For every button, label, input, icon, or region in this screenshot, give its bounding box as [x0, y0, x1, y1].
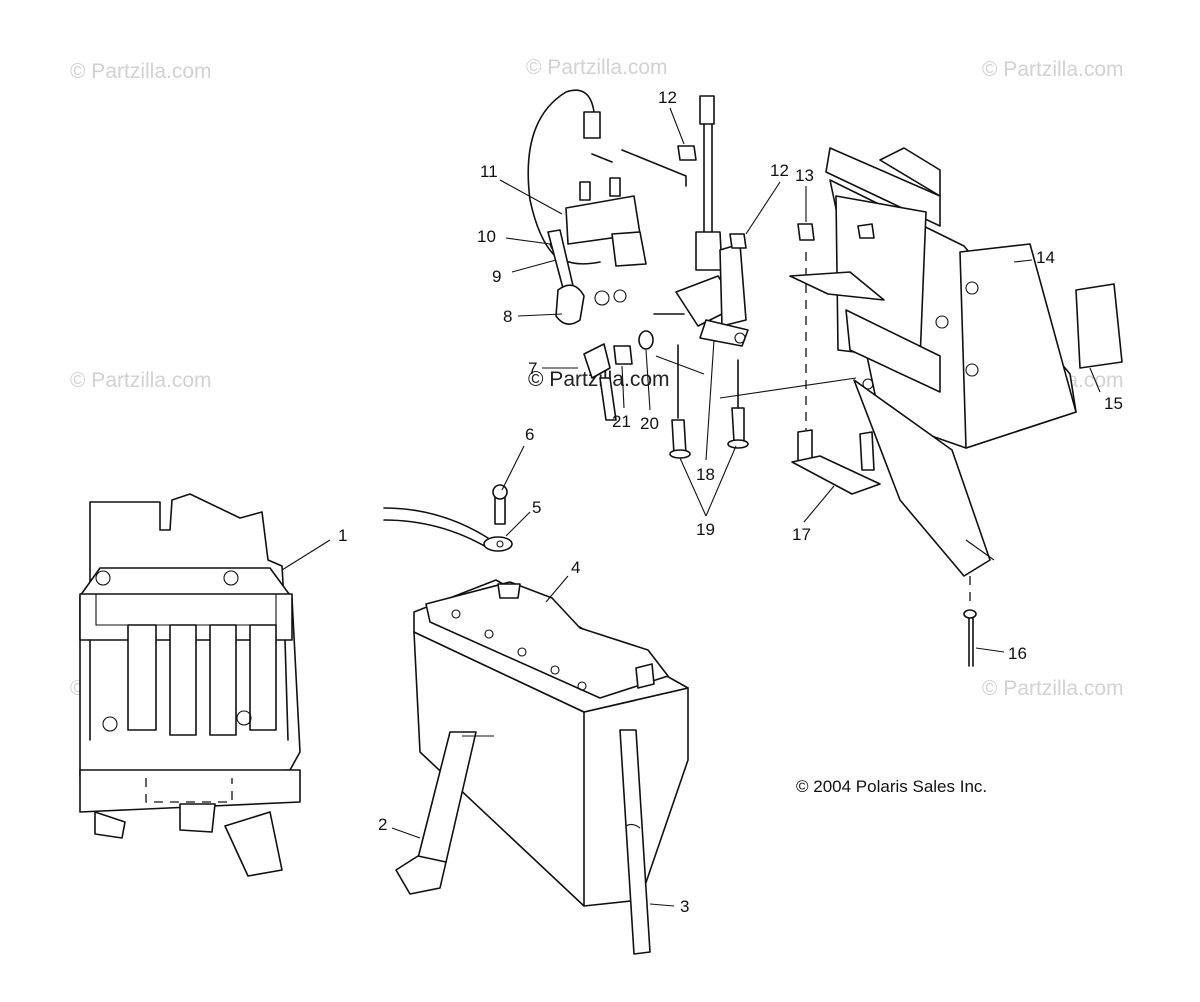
watermark-center-bg	[528, 366, 702, 392]
callout-4: 4	[571, 558, 580, 577]
watermark-top-right: © Partzilla.com	[982, 58, 1124, 81]
callout-14: 14	[1036, 248, 1055, 267]
callout-5: 5	[532, 498, 541, 517]
bracket	[789, 147, 1077, 602]
watermark-top-left: © Partzilla.com	[70, 60, 212, 83]
callout-20: 20	[640, 414, 659, 433]
mount-plate	[791, 252, 881, 495]
callout-19: 19	[696, 520, 715, 539]
callout-9: 9	[492, 267, 501, 286]
battery-box	[79, 493, 301, 877]
battery-strap	[395, 731, 494, 895]
callout-11: 11	[480, 162, 498, 181]
watermark-low-right: © Partzilla.com	[982, 677, 1124, 700]
callout-8: 8	[503, 307, 512, 326]
battery-cable	[383, 484, 513, 552]
callouts: 1 2 3 4 5 6 7 8 9 10 11 12 12 13 14 15 1…	[338, 88, 1123, 916]
watermark-center: © Partzilla.com	[528, 368, 670, 391]
callout-1: 1	[338, 526, 347, 545]
callout-3: 3	[680, 897, 689, 916]
copyright-notice: © 2004 Polaris Sales Inc.	[796, 777, 987, 796]
watermark-mid-left: © Partzilla.com	[70, 369, 212, 392]
callout-7: 7	[528, 359, 537, 378]
bolts	[669, 344, 749, 459]
callout-13: 13	[795, 166, 814, 185]
leader-lines	[281, 107, 1101, 907]
battery	[413, 579, 689, 907]
harness-group	[527, 89, 687, 325]
decal	[1075, 283, 1123, 369]
callout-16: 16	[1008, 644, 1027, 663]
rivet	[963, 609, 977, 667]
solenoid-group	[583, 95, 857, 421]
nuts	[677, 145, 815, 249]
callout-12-a: 12	[658, 88, 677, 107]
callout-2: 2	[378, 815, 387, 834]
callout-10: 10	[477, 227, 496, 246]
callout-17: 17	[792, 525, 811, 544]
callout-12-b: 12	[770, 161, 789, 180]
callout-18: 18	[696, 465, 715, 484]
callout-6: 6	[525, 425, 534, 444]
callout-15: 15	[1104, 394, 1123, 413]
vent-tube	[619, 729, 651, 955]
watermark-top-center: © Partzilla.com	[526, 56, 668, 79]
callout-21: 21	[612, 412, 631, 431]
